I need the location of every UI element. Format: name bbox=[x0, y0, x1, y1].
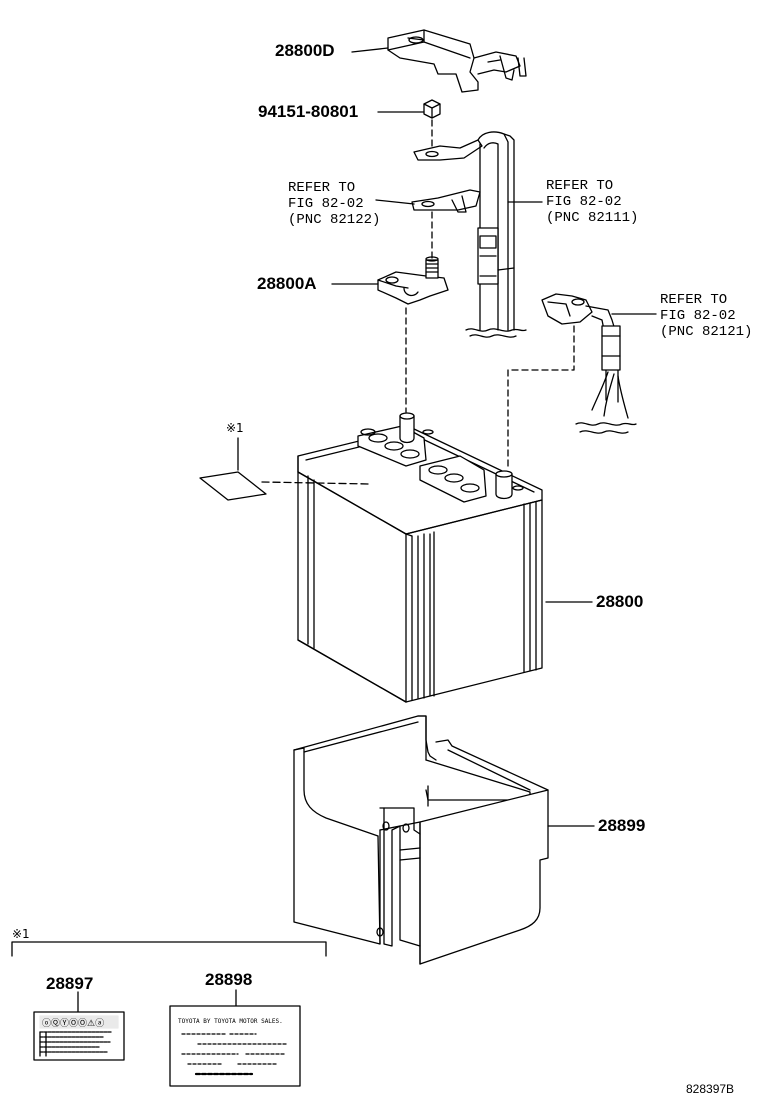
negative-cable-drawing bbox=[541, 293, 637, 434]
label-group-drawing: ⓞⓆⓎⓄⓄ⚠ⓐ bbox=[11, 941, 327, 1087]
nut-drawing bbox=[423, 99, 441, 119]
note-mark-label: ※1 bbox=[226, 421, 244, 435]
ref-pnc-82122: REFER TO FIG 82-02 (PNC 82122) bbox=[288, 180, 381, 228]
positive-cable-drawing bbox=[411, 131, 527, 338]
part-28800D-label: 28800D bbox=[275, 41, 335, 60]
leader-28800D bbox=[351, 47, 389, 53]
ref-pnc-82121: REFER TO FIG 82-02 (PNC 82121) bbox=[660, 292, 753, 340]
part-28897-label: 28897 bbox=[46, 974, 94, 993]
ref-pnc-82111: REFER TO FIG 82-02 (PNC 82111) bbox=[546, 178, 639, 226]
svg-text:ⓞⓆⓎⓄⓄ⚠ⓐ: ⓞⓆⓎⓄⓄ⚠ⓐ bbox=[42, 1018, 104, 1029]
dashed-negative-to-battery bbox=[507, 325, 575, 471]
label-piece-drawing bbox=[199, 437, 371, 501]
part-28899-label: 28899 bbox=[598, 816, 646, 835]
figure-id: 828397B bbox=[686, 1082, 735, 1096]
label-info-text: TOYOTA BY TOYOTA MOTOR SALES. bbox=[178, 1018, 283, 1025]
battery-drawing bbox=[297, 412, 543, 703]
leader-ref-82122 bbox=[375, 199, 415, 205]
part-94151-80801-label: 94151-80801 bbox=[258, 102, 359, 121]
part-28898-label: 28898 bbox=[205, 970, 253, 989]
part-28800A-label: 28800A bbox=[257, 274, 317, 293]
part-28800-label: 28800 bbox=[596, 592, 644, 611]
note-mark-group: ※1 bbox=[12, 927, 30, 941]
terminal-cover-drawing bbox=[387, 29, 527, 93]
clamp-drawing bbox=[377, 256, 449, 305]
battery-tray-drawing bbox=[293, 715, 549, 965]
